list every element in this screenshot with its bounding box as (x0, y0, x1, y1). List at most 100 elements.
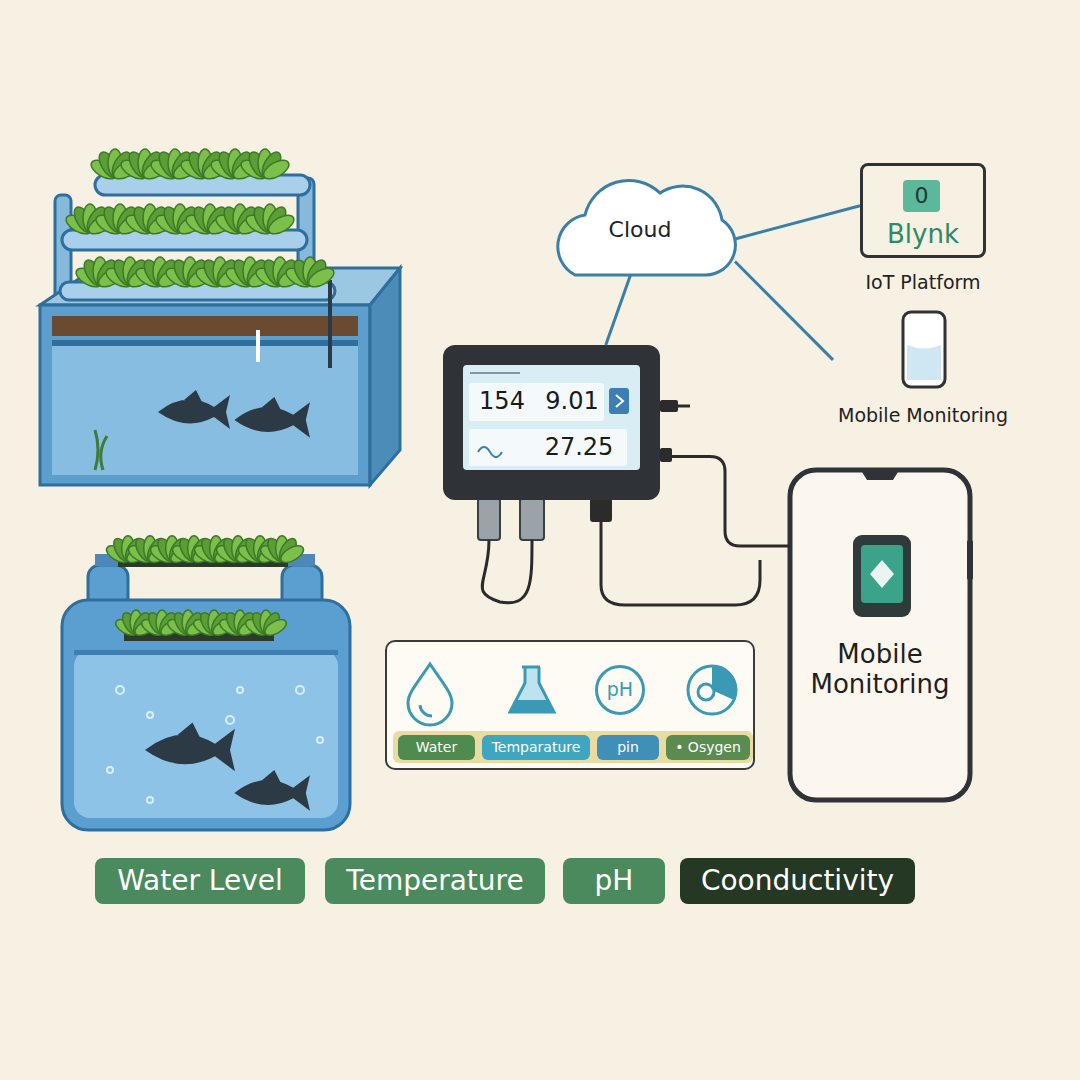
screen-panel (469, 429, 627, 466)
controller-screen (463, 365, 640, 470)
node-text: pH (595, 865, 634, 897)
smartphone-body (790, 470, 970, 800)
water-drop-icon (408, 664, 452, 725)
upper-aquaponics-unit (40, 175, 400, 485)
node-text: • Osygen (675, 739, 741, 755)
app-logo (870, 560, 894, 588)
usb-connector (590, 498, 612, 522)
oxygen-sector (712, 666, 736, 700)
fish (234, 397, 310, 438)
text-slot: 27.25 (536, 434, 622, 462)
tank-front (40, 305, 370, 485)
phone-button (967, 540, 973, 580)
lower-aquaponics-unit (62, 554, 350, 830)
node-text: Mobile Monitoring (838, 405, 1008, 427)
node-text: Water Level (117, 865, 283, 897)
app-screen (861, 545, 903, 603)
node-text: 27.25 (545, 434, 614, 462)
water-line (52, 340, 358, 346)
oxygen-icon (688, 666, 736, 714)
iot-platform-box: 0Blynk (860, 163, 986, 258)
side-port (660, 400, 678, 412)
side-cable (678, 405, 690, 408)
phone-screen (907, 345, 941, 380)
network-link (606, 275, 631, 345)
node-text: Cloud (609, 217, 672, 242)
smartphone: Mobile Monitoring (790, 470, 970, 800)
oxygen-dot (698, 684, 714, 700)
text-slot: 154 (470, 388, 534, 416)
phone-icon (903, 312, 945, 387)
sensor-probe (256, 330, 260, 362)
network-link (735, 206, 860, 239)
parameter-pill: pH (563, 858, 665, 904)
sensor-cable (482, 540, 532, 603)
text-slot: 0 (903, 180, 940, 212)
node-text: Temparature (492, 739, 581, 755)
sensor-pill: Water (398, 735, 475, 760)
screen-panel (469, 383, 604, 421)
cloud-node: Cloud (545, 185, 735, 275)
app-icon (903, 180, 940, 212)
sensor-pill: Temparature (482, 735, 590, 760)
cable-connector (660, 457, 790, 546)
water-plant (95, 430, 107, 470)
leaf (262, 616, 289, 638)
node-text: Water (416, 739, 457, 755)
flask-liquid (511, 700, 553, 711)
leaf (306, 264, 337, 290)
label-slot: IoT Platform (850, 272, 996, 294)
screen-button (609, 388, 629, 414)
sensor-panel: pH Water Temparature pin • Osygen (385, 640, 755, 770)
text-slot: Blynk (866, 218, 980, 252)
controller-hardware (443, 345, 760, 605)
tank-water (52, 340, 358, 475)
node-text: Coonductivity (701, 865, 894, 897)
flask-icon (510, 667, 554, 712)
leaf (261, 156, 292, 182)
panel-ground (385, 640, 755, 770)
water-line (74, 650, 338, 655)
node-text: Mobile Monitoring (794, 640, 966, 700)
sensor-connector (520, 498, 544, 540)
text-slot: Mobile Monitoring (794, 626, 966, 714)
plant-leaves (63, 149, 337, 639)
parameter-pill: Coonductivity (680, 858, 915, 904)
chevron (616, 395, 623, 407)
network-link (735, 262, 833, 360)
phone-notch (862, 472, 898, 480)
ph-icon: pH (595, 665, 645, 715)
node-text: 0 (915, 183, 929, 208)
text-slot: 9.01 (536, 388, 608, 416)
node-text: 9.01 (545, 388, 598, 416)
bubbles (107, 686, 323, 803)
screen-detail (470, 372, 520, 374)
controller-body (443, 345, 660, 500)
wave-icon (478, 447, 502, 457)
sensor-probe (328, 280, 332, 368)
side-port (660, 448, 672, 462)
controller-unit: 154 9.01 27.25 (443, 345, 660, 500)
tank-water (74, 650, 338, 818)
node-text: Temperature (346, 865, 523, 897)
cloud-shape (558, 180, 736, 275)
node-text: Blynk (887, 220, 959, 250)
leaf (266, 211, 297, 237)
tank-body (62, 600, 350, 830)
parameter-pill: Water Level (95, 858, 305, 904)
fish (158, 390, 230, 429)
fish (145, 723, 235, 772)
platform-label: IoT Platform (865, 272, 980, 294)
node-text: pH (607, 679, 633, 701)
drop-highlight (420, 705, 432, 716)
parameter-pill: Temperature (325, 858, 545, 904)
sensor-pill: pin (597, 735, 659, 760)
app-icon (853, 535, 911, 617)
mobile-device-node: Mobile Monitoring (833, 305, 1013, 427)
fish (234, 770, 310, 811)
node-text: pin (617, 739, 639, 755)
sensor-pill: • Osygen (666, 735, 750, 760)
